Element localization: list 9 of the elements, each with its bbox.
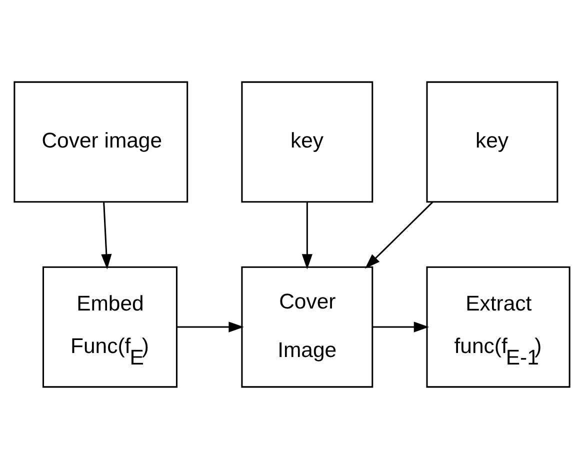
arrow bbox=[302, 202, 312, 269]
node-box: key bbox=[426, 80, 558, 202]
node-box: Cover Image bbox=[241, 266, 374, 388]
arrow bbox=[372, 321, 430, 332]
node-box: key bbox=[241, 80, 374, 202]
arrow bbox=[101, 202, 112, 269]
node-box: Cover image bbox=[14, 80, 188, 202]
arrow bbox=[365, 201, 434, 268]
arrow bbox=[177, 321, 244, 332]
